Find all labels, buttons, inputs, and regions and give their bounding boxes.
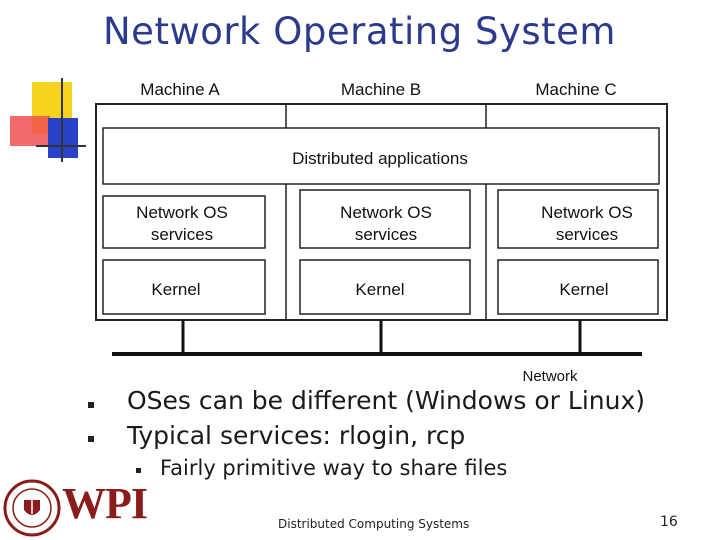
wpi-seal-logo <box>3 479 61 537</box>
wpi-logo-text: WPI <box>62 479 148 528</box>
bullet-marker-1 <box>88 402 94 408</box>
kernel-a-label: Kernel <box>151 280 200 299</box>
os-services-a-line2: services <box>151 225 213 244</box>
bullet-1: OSes can be different (Windows or Linux) <box>127 386 646 415</box>
slide-title: Network Operating System <box>103 10 616 53</box>
kernel-box-c <box>497 259 659 315</box>
network-label: Network <box>522 368 578 385</box>
machine-b-label: Machine B <box>341 80 421 99</box>
os-services-b-line2: services <box>355 225 417 244</box>
os-services-box-a <box>102 195 266 249</box>
footer-course: Distributed Computing Systems <box>278 517 470 531</box>
kernel-box-a <box>102 259 266 315</box>
os-services-c-line1: Network OS <box>541 203 633 222</box>
machine-a-label: Machine A <box>140 80 220 99</box>
kernel-c-label: Kernel <box>559 280 608 299</box>
os-services-c-line2: services <box>556 225 618 244</box>
sub-bullet-marker-1 <box>136 468 141 473</box>
network-os-diagram: Machine A Machine B Machine C Distribute… <box>95 80 668 385</box>
kernel-box-b <box>299 259 471 315</box>
page-number: 16 <box>660 514 678 530</box>
os-services-box-c <box>497 189 659 249</box>
bullet-2: Typical services: rlogin, rcp <box>127 421 466 450</box>
distributed-applications-box <box>102 127 660 185</box>
os-services-b-line1: Network OS <box>340 203 432 222</box>
kernel-b-label: Kernel <box>355 280 404 299</box>
bullet-marker-2 <box>88 436 94 442</box>
decorative-color-blocks <box>10 78 86 162</box>
sub-bullet-1: Fairly primitive way to share files <box>160 456 508 480</box>
os-services-box-b <box>299 189 471 249</box>
distributed-applications-label: Distributed applications <box>292 149 468 168</box>
os-services-a-line1: Network OS <box>136 203 228 222</box>
machine-c-label: Machine C <box>535 80 616 99</box>
